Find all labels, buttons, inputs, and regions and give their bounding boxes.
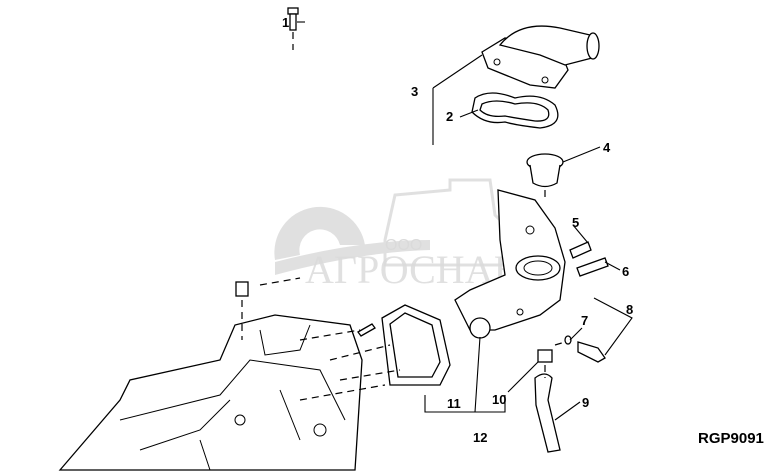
gasket-part-2 [471,92,559,129]
combine-harvester-icon [383,178,512,267]
callout-6: 6 [622,264,629,279]
water-pump-housing-part-12 [454,189,566,339]
callout-5: 5 [572,215,579,230]
callouts: 1 2 3 4 5 6 7 8 9 10 11 12 [282,15,633,445]
callout-4: 4 [603,140,611,155]
o-ring-part-7 [564,335,572,345]
callout-8: 8 [626,302,633,317]
fitting-part-10 [537,349,553,363]
engine-block [58,314,363,471]
bolt-part-6 [576,257,609,277]
callout-11: 11 [447,396,461,411]
callout-1: 1 [282,15,289,30]
callout-10: 10 [492,392,506,407]
watermark-prefix: ООО [385,237,422,254]
thermostat-part-4 [526,153,564,188]
callout-12: 12 [473,430,487,445]
gasket-part-11 [381,304,451,386]
alignment-lines [241,32,566,401]
hose-part-9 [534,373,561,453]
callout-7: 7 [581,313,588,328]
watermark-logo: ООО АГРОСНАБ [274,178,517,292]
gear-icon [274,206,365,260]
fitting-part-8 [577,341,606,363]
callout-3: 3 [411,84,418,99]
bolt-part-5 [569,241,592,259]
reference-code: RGP9091 [698,430,764,447]
leader-lines [297,21,633,421]
bolt-part-1 [287,7,299,31]
thermostat-cover-part-3 [481,25,600,89]
callout-9: 9 [582,395,589,410]
dowel-pin [357,323,376,337]
callout-2: 2 [446,109,453,124]
plug [235,281,249,297]
